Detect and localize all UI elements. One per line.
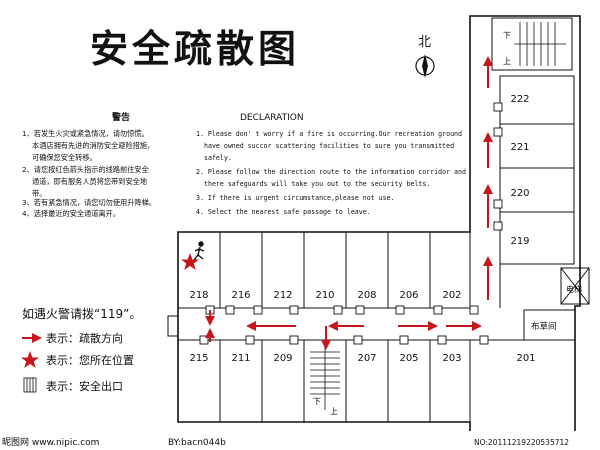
- door-markers: [199, 102, 503, 345]
- fire-call-text: 如遇火警请拨“119”。: [22, 306, 141, 321]
- warning-line: 带。: [32, 189, 46, 198]
- legend-exit: 表示：安全出口: [46, 379, 123, 393]
- legend-position: 表示：您所在位置: [46, 353, 134, 367]
- warning-line: 3、若有紧急情况，请您切勿使用升降梯。: [22, 198, 156, 207]
- running-person-icon: [193, 241, 205, 261]
- building-outline: [177, 15, 581, 441]
- watermark-right: NO:20111219220535712: [474, 438, 569, 447]
- declaration-line: 4. Select the nearest safe passage to le…: [196, 208, 371, 216]
- elevator-label: 电梯: [566, 284, 582, 294]
- declaration-line: safely.: [204, 154, 232, 162]
- warning-line: 1、若发生火灾或紧急情况，请勿惊慌。: [22, 129, 149, 138]
- room-220: 220: [510, 188, 529, 199]
- warning-line: 通道，即有服务人员将您带到安全地: [32, 177, 147, 186]
- declaration-line: 2. Please follow the direction route to …: [196, 168, 466, 176]
- you-are-here-star-icon: [181, 253, 199, 270]
- warning-line: 4、选择最近的安全通道离开。: [22, 209, 120, 218]
- declaration-line: there safeguards will take you out to th…: [204, 180, 430, 188]
- room-216: 216: [231, 290, 250, 301]
- room-219: 219: [510, 236, 529, 247]
- stair-lower: [310, 346, 340, 410]
- stair-up-label: 上: [503, 57, 511, 66]
- legend-exit-icon: [23, 377, 37, 393]
- stair-upper: [514, 22, 566, 66]
- room-201: 201: [516, 353, 535, 364]
- declaration-heading: DECLARATION: [240, 113, 304, 123]
- declaration-line: have owned succor scattering facilities …: [204, 142, 454, 150]
- room-205: 205: [399, 353, 418, 364]
- watermark-left: 昵图网 www.nipic.com: [2, 437, 99, 448]
- room-203: 203: [442, 353, 461, 364]
- room-221: 221: [510, 142, 529, 153]
- warning-line: 本酒店拥有先进的消防安全避险措施，: [32, 141, 154, 150]
- room-210: 210: [315, 290, 334, 301]
- room-211: 211: [231, 353, 250, 364]
- room-walls: [167, 17, 590, 440]
- room-208: 208: [357, 290, 376, 301]
- legend-direction: 表示：疏散方向: [46, 331, 123, 345]
- compass-label: 北: [418, 35, 431, 50]
- room-215: 215: [189, 353, 208, 364]
- warning-heading: 警告: [112, 111, 130, 123]
- room-206: 206: [399, 290, 418, 301]
- declaration-line: 3. If there is urgent circumstance,pleas…: [196, 194, 395, 202]
- warning-line: 2、请您按红色箭头指示的线路前往安全: [22, 165, 150, 174]
- stair-up-label: 上: [330, 407, 338, 416]
- watermark-strip: [0, 431, 600, 450]
- legend-star-icon: [21, 351, 39, 368]
- stair-down-label: 下: [313, 397, 321, 406]
- room-202: 202: [442, 290, 461, 301]
- compass-icon: [415, 54, 435, 78]
- evacuation-arrows: [205, 56, 493, 350]
- page-title: 安全疏散图: [90, 26, 300, 71]
- room-218: 218: [189, 290, 208, 301]
- watermark-mid: BY:bacn044b: [168, 438, 226, 448]
- room-209: 209: [273, 353, 292, 364]
- room-207: 207: [357, 353, 376, 364]
- stair-down-label: 下: [503, 31, 511, 40]
- legend: 表示：疏散方向 表示：您所在位置 表示：安全出口: [21, 331, 134, 393]
- room-222: 222: [510, 94, 529, 105]
- declaration-line: 1. Please don' t worry if a fire is occu…: [196, 130, 462, 138]
- lawn-room-label: 布草间: [531, 321, 557, 332]
- room-212: 212: [273, 290, 292, 301]
- warning-line: 可确保您安全转移。: [32, 153, 97, 162]
